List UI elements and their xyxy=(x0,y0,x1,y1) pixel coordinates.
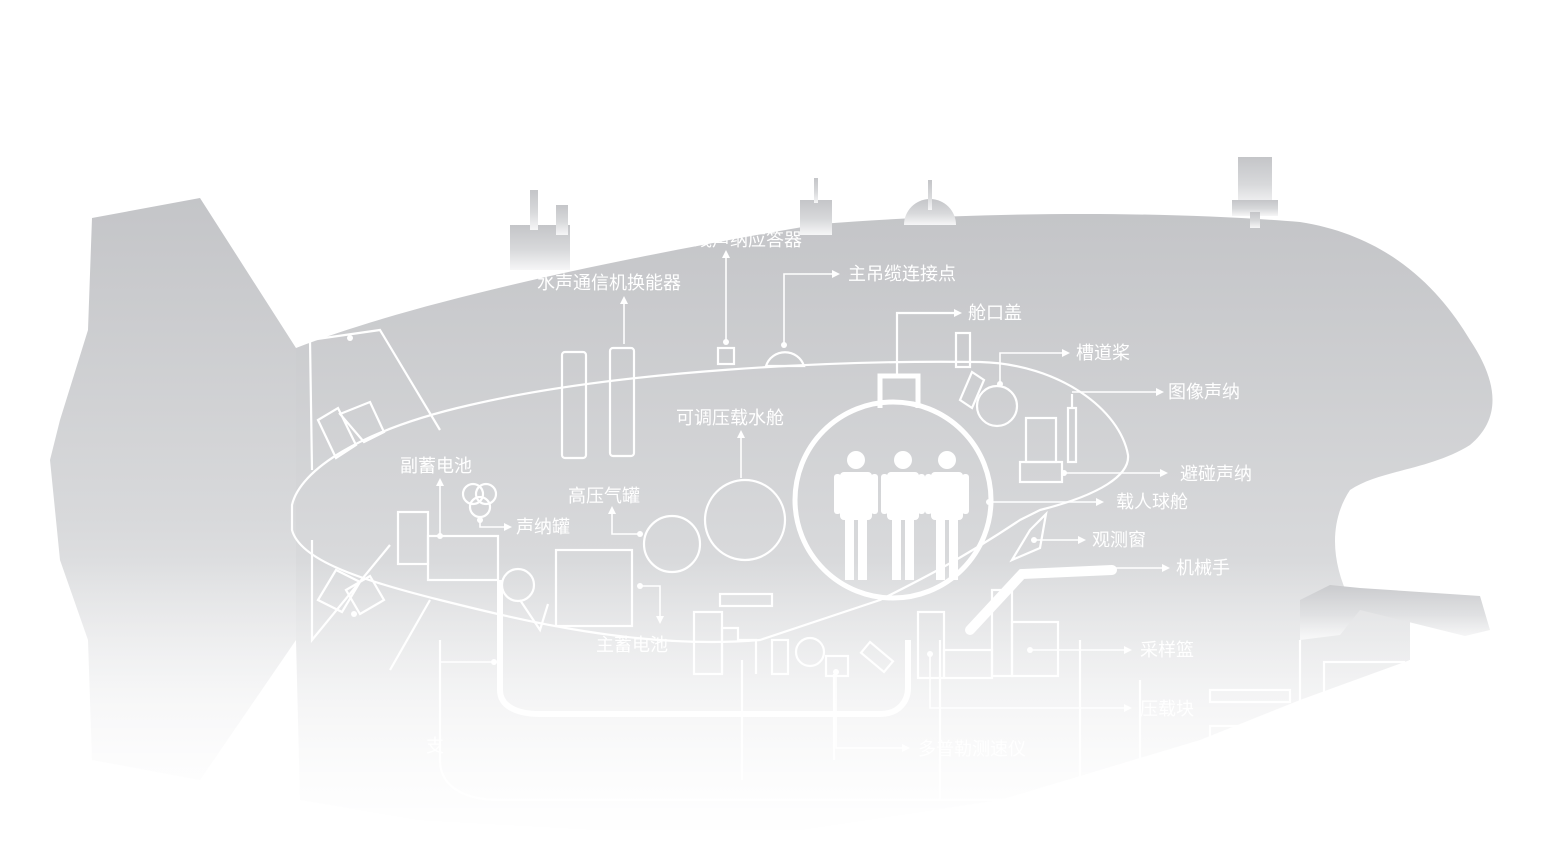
label-acoustic-transducer: 水声通信机换能器 xyxy=(537,273,681,294)
label-adjustable-ballast: 可调压载水舱 xyxy=(676,408,784,429)
hull-silhouette xyxy=(50,157,1493,830)
label-collision-sonar: 避碰声纳 xyxy=(1180,464,1252,485)
label-usbl-transponder: 超短基线声纳应答器 xyxy=(640,230,802,251)
label-hatch-cover: 舱口盖 xyxy=(968,303,1022,324)
mast-block-right xyxy=(1238,157,1272,207)
label-hp-gas-tank: 高压气罐 xyxy=(568,486,640,507)
label-support: 支 xyxy=(426,736,444,757)
label-imaging-sonar: 图像声纳 xyxy=(1168,382,1240,403)
label-viewport: 观测窗 xyxy=(1092,530,1146,551)
label-ballast-block: 压载块 xyxy=(1140,699,1194,720)
label-main-cable-point: 主吊缆连接点 xyxy=(848,264,956,285)
label-sonar-tank: 声纳罐 xyxy=(516,517,570,538)
label-manipulator: 机械手 xyxy=(1176,558,1230,579)
mast-block-middle xyxy=(800,200,832,235)
label-main-battery: 主蓄电池 xyxy=(596,635,668,656)
label-doppler-log: 多普勒测速仪 xyxy=(918,739,1026,760)
label-sampling-basket: 采样篮 xyxy=(1140,640,1194,661)
label-aux-battery: 副蓄电池 xyxy=(400,456,472,477)
label-tunnel-thruster: 槽道桨 xyxy=(1076,343,1130,364)
label-manned-sphere: 载人球舱 xyxy=(1116,492,1188,513)
